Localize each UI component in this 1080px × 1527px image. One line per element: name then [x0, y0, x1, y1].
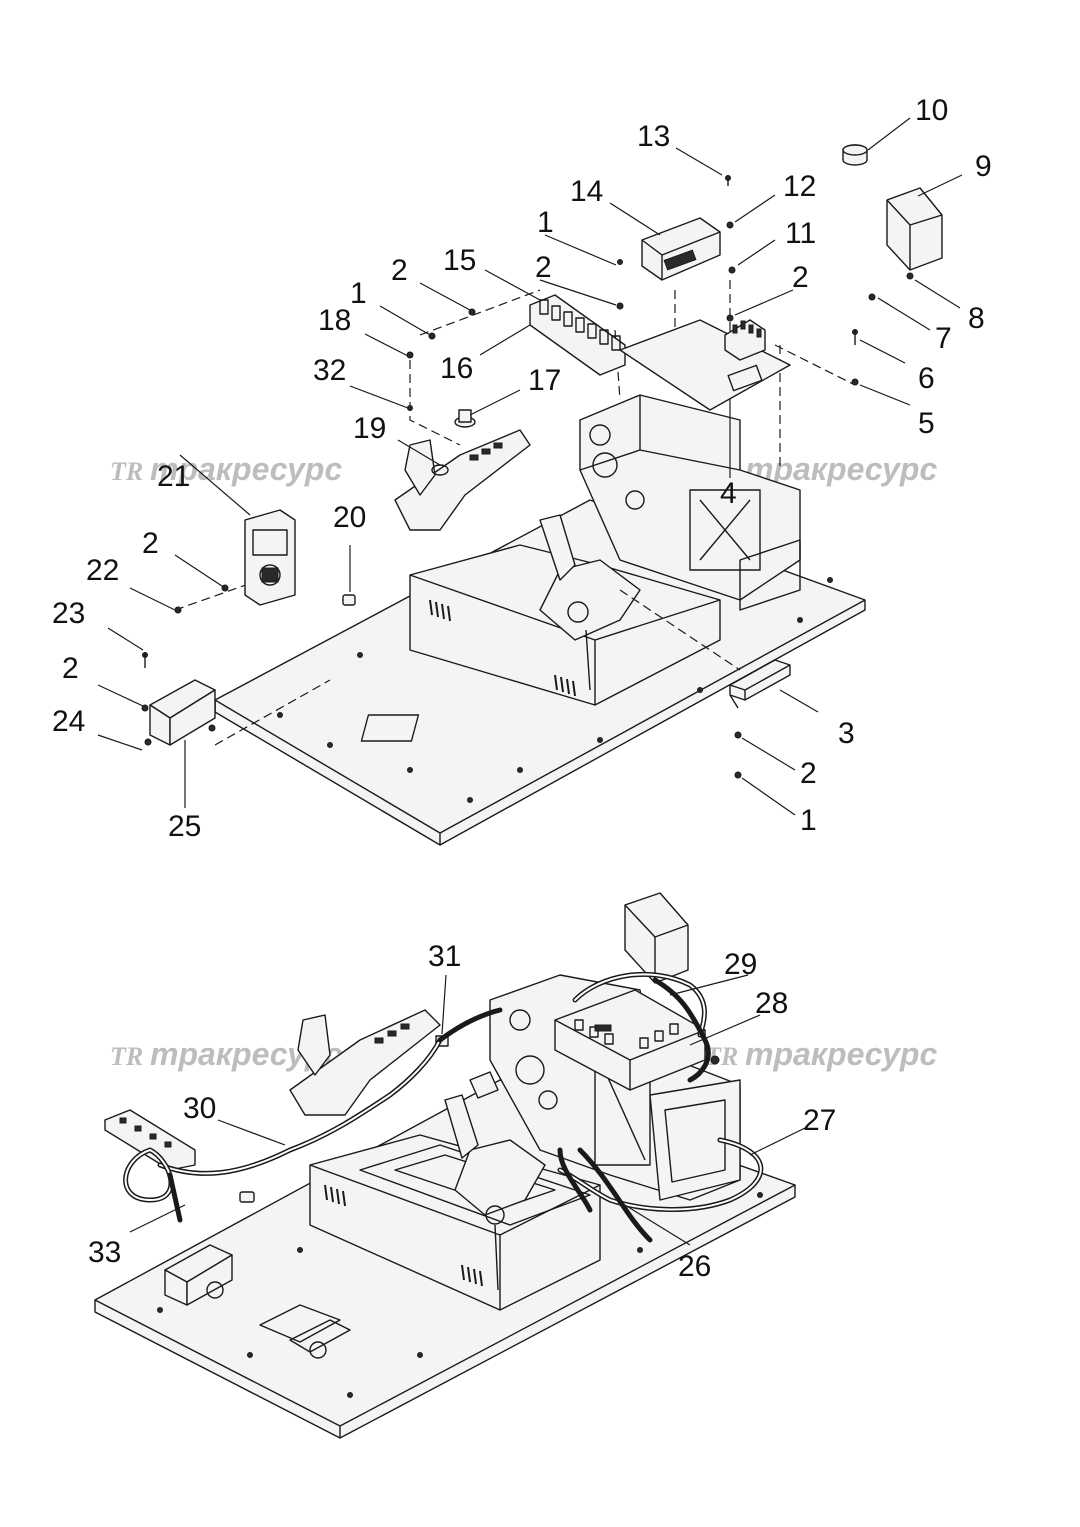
callout-10: 10: [915, 94, 948, 127]
callout-17: 17: [528, 364, 561, 397]
connector-panel-item33: [104, 1109, 196, 1171]
control-box-bottom: [624, 892, 689, 984]
callout-33: 33: [88, 1236, 121, 1269]
callout-14: 14: [570, 175, 603, 208]
callout-9: 9: [975, 150, 992, 183]
callout-19: 19: [353, 412, 386, 445]
monitor-panel-item21: [244, 509, 296, 606]
callout-3: 3: [838, 717, 855, 750]
callout-16: 16: [440, 352, 473, 385]
leader-lines-bottom: [129, 974, 806, 1246]
left-joystick-console-bottom: [289, 1009, 441, 1116]
svg-text:тракресурс: тракресурс: [745, 1036, 937, 1072]
callout-22: 22: [86, 554, 119, 587]
callout-5: 5: [918, 407, 935, 440]
left-joystick-console-item19: [394, 429, 531, 531]
right-joystick-console: [539, 514, 641, 691]
callout-26: 26: [678, 1250, 711, 1283]
leader-lines-top: [97, 117, 963, 816]
fitting-bottom: [239, 1191, 255, 1203]
watermark-top-left: TR тракресурс: [110, 451, 342, 487]
callout-15: 15: [443, 244, 476, 277]
callout-30: 30: [183, 1092, 216, 1125]
callout-11: 11: [785, 217, 816, 250]
callout-2-monitor: 2: [142, 527, 159, 560]
fuse-box-assembly: [554, 989, 706, 1091]
callout-2-pedal: 2: [62, 652, 79, 685]
wire-harnesses: [123, 971, 764, 1243]
callout-29: 29: [724, 948, 757, 981]
callout-8: 8: [968, 302, 985, 335]
relay-block-item16: [529, 294, 626, 376]
knob-item17: [454, 409, 476, 428]
callout-32: 32: [313, 354, 346, 387]
svg-text:тракресурс: тракресурс: [745, 451, 937, 487]
bottom-assembly: 31 29 28 27 30 33 26: [88, 892, 836, 1439]
callouts-bottom: 31 29 28 27 30 33 26: [88, 940, 836, 1283]
callouts-top: 13 10 9 12 14 1 11 2 15 2 2 1 8 18 7 16 …: [52, 94, 992, 843]
fasteners-top: [141, 175, 914, 779]
callout-21: 21: [157, 460, 190, 493]
callout-2-bottom: 2: [800, 757, 817, 790]
callout-18: 18: [318, 304, 351, 337]
callout-25: 25: [168, 810, 201, 843]
callout-28: 28: [755, 987, 788, 1020]
right-joystick-console-bottom: [444, 1094, 546, 1291]
callout-27: 27: [803, 1104, 836, 1137]
cap-item10: [842, 144, 868, 166]
watermark-bottom-right: TR тракресурс: [705, 1036, 937, 1072]
callout-31: 31: [428, 940, 461, 973]
callout-4: 4: [720, 477, 737, 510]
callout-23: 23: [52, 597, 85, 630]
callout-20: 20: [333, 501, 366, 534]
fitting-item20: [342, 545, 356, 606]
top-assembly: 13 10 9 12 14 1 11 2 15 2 2 1 8 18 7 16 …: [52, 94, 992, 846]
svg-text:TR: TR: [110, 1042, 143, 1071]
callout-6: 6: [918, 362, 935, 395]
mounting-plate-fuses: [619, 319, 791, 411]
callout-12: 12: [783, 170, 816, 203]
callout-2-left: 2: [391, 254, 408, 287]
callout-1-bottom: 1: [800, 804, 817, 837]
svg-text:TR: TR: [110, 457, 143, 486]
hvac-assembly-bottom: [469, 974, 741, 1201]
hvac-frame-assembly: [579, 394, 801, 611]
pedal-item25: [144, 679, 216, 746]
callout-24: 24: [52, 705, 85, 738]
callout-1-left: 1: [350, 277, 367, 310]
bracket-box-item3: [729, 659, 791, 709]
callout-13: 13: [637, 120, 670, 153]
callout-2-upper: 2: [535, 251, 552, 284]
pedals-bottom: [164, 1244, 351, 1359]
ecu-item14: [641, 217, 721, 281]
callout-2-right: 2: [792, 261, 809, 294]
callout-7: 7: [935, 322, 952, 355]
control-box-item9: [886, 187, 943, 271]
callout-1-upper: 1: [537, 206, 554, 239]
